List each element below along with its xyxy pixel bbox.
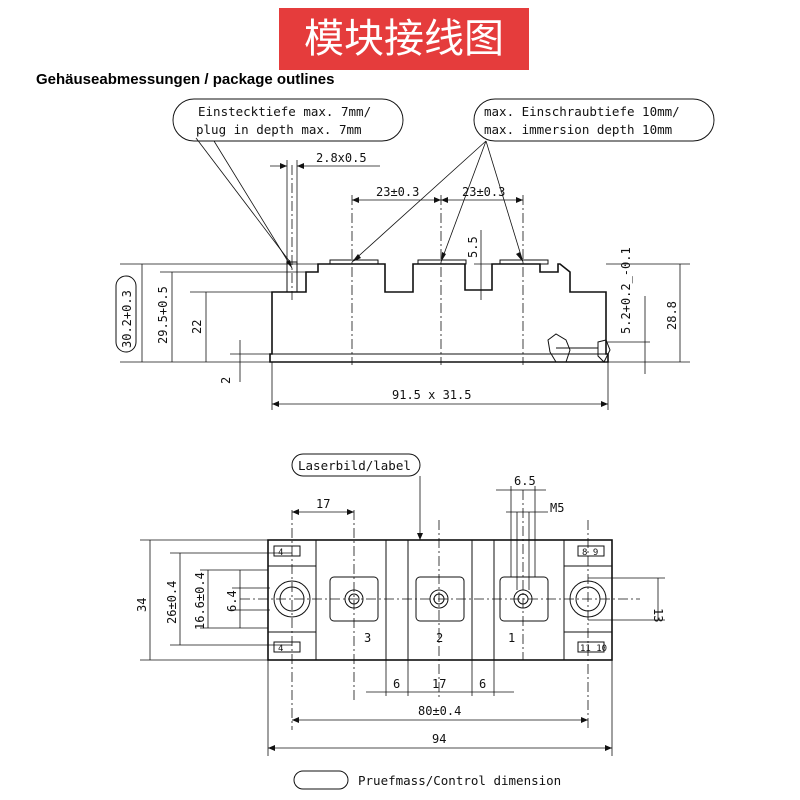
terminal-label-1: 1 bbox=[508, 631, 515, 645]
control-dimension-note: Pruefmass/Control dimension bbox=[358, 773, 561, 788]
insert-depth-note-bubble bbox=[172, 98, 404, 142]
screw-depth-note-bubble bbox=[473, 98, 715, 142]
dim-mount-hole: 13 bbox=[651, 608, 665, 622]
dim-gap-right: 6 bbox=[479, 677, 486, 691]
dim-height-16: 16.6±0.4 bbox=[193, 572, 207, 630]
mount-hole-left bbox=[273, 580, 311, 618]
aux-pin-label-bottom-right: 11 10 bbox=[580, 644, 607, 654]
dim-total-height: 30.2+0.3 bbox=[120, 290, 134, 348]
dim-gap-left: 6 bbox=[393, 677, 400, 691]
side-view: Einstecktiefe max. 7mm/ plug in depth ma… bbox=[115, 98, 715, 410]
dim-height-26: 26±0.4 bbox=[165, 581, 179, 624]
dim-terminal-height: 5.5 bbox=[466, 236, 480, 258]
control-dimension-symbol bbox=[293, 770, 349, 790]
package-outline-heading: Gehäuseabmessungen / package outlines bbox=[36, 71, 335, 88]
dim-thread: M5 bbox=[550, 501, 564, 515]
screw-depth-note-de: max. Einschraubtiefe 10mm/ bbox=[484, 104, 680, 119]
module-side-body bbox=[269, 263, 609, 363]
dim-terminal-spacing-right: 23±0.3 bbox=[462, 185, 505, 199]
dim-height-6: 6.4 bbox=[225, 590, 239, 612]
dim-mount-spacing: 80±0.4 bbox=[418, 704, 461, 718]
aux-pin-label-bottom-left: 4 bbox=[278, 644, 283, 654]
dim-terminal-spacing-left: 23±0.3 bbox=[376, 185, 419, 199]
dim-right-height: 28.8 bbox=[665, 301, 679, 330]
dim-body-height: 29.5+0.5 bbox=[156, 286, 170, 344]
screw-depth-note-en: max. immersion depth 10mm bbox=[484, 122, 672, 137]
dim-pin-size: 2.8x0.5 bbox=[316, 151, 367, 165]
dim-base-plate: 2 bbox=[219, 377, 233, 384]
title-text: 模块接线图 bbox=[304, 16, 504, 62]
title-banner: 模块接线图 bbox=[279, 8, 529, 70]
top-view: Laserbild/label 3 2 1 4 4 8 9 bbox=[135, 453, 665, 790]
dim-term-pitch-top: 17 bbox=[316, 497, 330, 511]
dim-height-total: 34 bbox=[135, 598, 149, 612]
insert-depth-note-de: Einstecktiefe max. 7mm/ bbox=[198, 104, 371, 119]
terminal-label-3: 3 bbox=[364, 631, 371, 645]
dim-center-pitch: 17 bbox=[432, 677, 446, 691]
dim-footprint: 91.5 x 31.5 bbox=[392, 388, 471, 402]
laser-label-bubble bbox=[291, 453, 421, 477]
dim-right-step: 5.2+0.2_-0.1 bbox=[619, 247, 633, 334]
dim-base-height: 22 bbox=[190, 320, 204, 334]
aux-pin-label-top-right: 8 9 bbox=[582, 548, 598, 558]
dim-length: 94 bbox=[432, 732, 446, 746]
laser-label-note: Laserbild/label bbox=[298, 458, 411, 473]
terminal-label-2: 2 bbox=[436, 631, 443, 645]
dim-screw-head: 6.5 bbox=[514, 474, 536, 488]
insert-depth-note-en: plug in depth max. 7mm bbox=[196, 122, 362, 137]
